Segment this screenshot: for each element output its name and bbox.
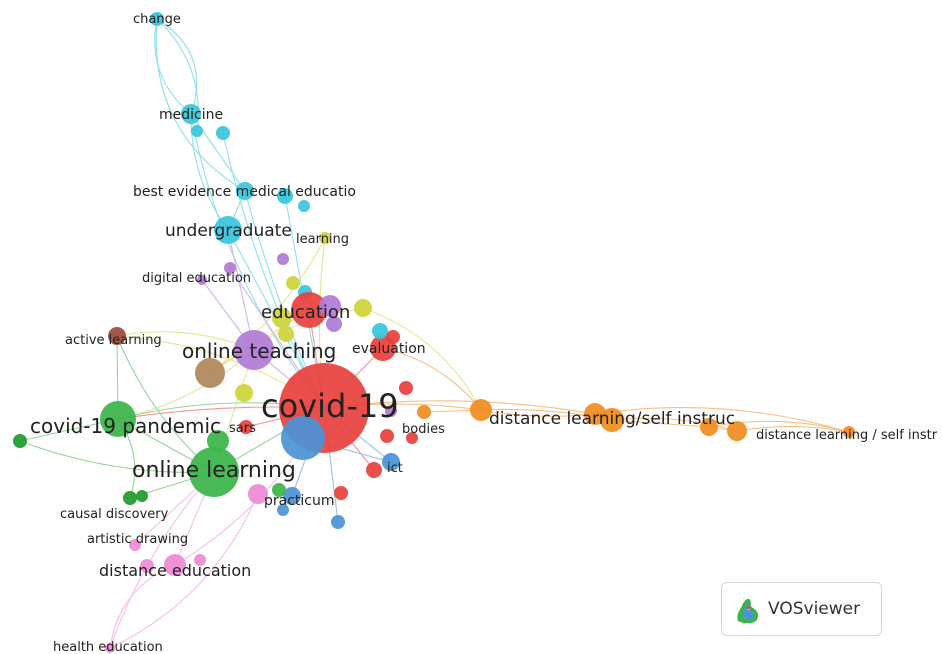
network-node-med-a[interactable] (191, 125, 203, 137)
network-link (736, 425, 850, 433)
network-node-ict[interactable] (382, 453, 400, 471)
network-node-prac-g[interactable] (272, 483, 286, 497)
network-link (109, 493, 259, 649)
label-causal-discovery[interactable]: causal discovery (60, 507, 169, 522)
network-node-cv-r4[interactable] (366, 462, 382, 478)
network-node-health[interactable] (105, 643, 115, 653)
vosviewer-logo-badge: VOSviewer (721, 582, 882, 636)
network-node-cv-r2[interactable] (380, 429, 394, 443)
network-node-edu-y3[interactable] (272, 308, 292, 328)
vosviewer-logo-icon (737, 598, 759, 624)
network-node-learning[interactable] (319, 232, 331, 244)
network-node-olearn[interactable] (189, 447, 239, 497)
network-node-bem-b[interactable] (277, 188, 293, 204)
network-node-prac-r[interactable] (334, 486, 348, 500)
label-best-evidence[interactable]: best evidence medical educatio (133, 184, 356, 200)
network-node-sars-r[interactable] (239, 420, 253, 434)
network-node-dl1[interactable] (470, 399, 492, 421)
network-node-art[interactable] (129, 539, 141, 551)
label-online-teaching[interactable]: online teaching (182, 339, 336, 363)
network-node-blue-2[interactable] (283, 487, 301, 505)
network-node-causal-1[interactable] (123, 491, 137, 505)
network-link (362, 307, 482, 411)
label-medicine[interactable]: medicine (159, 107, 223, 123)
label-distance-education[interactable]: distance education (99, 561, 251, 580)
network-link (190, 113, 229, 231)
network-node-dig-c[interactable] (197, 275, 207, 285)
network-link (109, 471, 215, 649)
network-node-brown[interactable] (195, 358, 225, 388)
label-covid-19-pandemic[interactable]: covid-19 pandemic (30, 414, 221, 438)
network-node-dl3[interactable] (600, 408, 624, 432)
network-node-pink[interactable] (248, 484, 268, 504)
label-bodies[interactable]: bodies (402, 422, 445, 437)
network-node-bem-c[interactable] (298, 200, 310, 212)
label-ict[interactable]: ict (387, 461, 403, 476)
label-evaluation[interactable]: evaluation (352, 341, 426, 357)
label-practicum[interactable]: practicum (264, 493, 335, 509)
network-node-eval-c[interactable] (372, 323, 388, 339)
network-node-ot[interactable] (234, 330, 274, 370)
network-node-pand-dg[interactable] (13, 434, 27, 448)
network-node-cv-o[interactable] (417, 405, 431, 419)
label-education[interactable]: education (261, 302, 350, 323)
label-change[interactable]: change (133, 12, 181, 27)
network-link (155, 18, 246, 192)
network-node-edu-y4[interactable] (278, 326, 294, 342)
network-node-dl4[interactable] (700, 418, 718, 436)
label-sars[interactable]: sars (229, 421, 256, 436)
label-digital-education[interactable]: digital education (142, 271, 251, 286)
network-link (594, 407, 850, 433)
label-active-learning[interactable]: active learning (65, 333, 162, 348)
network-node-cv-p[interactable] (385, 405, 397, 417)
network-node-distedu-3[interactable] (194, 554, 206, 566)
label-distance-learning-self-instruc[interactable]: distance learning/self instruc (489, 409, 735, 429)
network-node-dig-b[interactable] (277, 253, 289, 265)
network-node-eval-r2[interactable] (386, 330, 400, 344)
network-node-prac-b2[interactable] (277, 504, 289, 516)
network-node-dig[interactable] (224, 262, 236, 274)
network-node-undergraduate[interactable] (214, 216, 242, 244)
network-node-edu-y2[interactable] (354, 299, 372, 317)
network-node-distedu-2[interactable] (140, 559, 154, 573)
vosviewer-brand-name: VOSviewer (768, 599, 861, 619)
network-node-cv-r3[interactable] (406, 432, 418, 444)
network-link (708, 420, 850, 433)
network-node-ol-g2[interactable] (207, 430, 229, 452)
network-node-prac-b1[interactable] (331, 515, 345, 529)
network-node-active[interactable] (108, 327, 126, 345)
network-link (611, 417, 738, 432)
label-distance-learning-self-instr[interactable]: distance learning / self instr (756, 428, 938, 443)
network-link (154, 18, 192, 115)
network-node-edu-p1[interactable] (319, 295, 341, 317)
network-node-edu-y1[interactable] (286, 276, 300, 290)
label-online-learning[interactable]: online learning (132, 458, 296, 483)
label-artistic-drawing[interactable]: artistic drawing (87, 532, 188, 547)
network-node-yw[interactable] (235, 384, 253, 402)
network-node-education[interactable] (291, 292, 327, 328)
network-node-cv-r1[interactable] (399, 381, 413, 395)
network-node-pandemic[interactable] (100, 401, 136, 437)
network-node-causal-2[interactable] (136, 490, 148, 502)
network-node-change[interactable] (150, 12, 164, 26)
label-covid-19[interactable]: covid-19 (261, 387, 399, 425)
network-link (156, 18, 198, 115)
network-node-dl5[interactable] (727, 421, 747, 441)
network-node-medicine[interactable] (181, 104, 201, 124)
network-node-med-b[interactable] (216, 126, 230, 140)
label-undergraduate[interactable]: undergraduate (165, 221, 292, 241)
network-node-dl6[interactable] (843, 426, 855, 438)
network-node-bem[interactable] (236, 182, 254, 200)
label-learning[interactable]: learning (296, 232, 349, 247)
network-node-distedu[interactable] (164, 554, 186, 576)
network-labels: change medicine best evidence medical ed… (30, 12, 938, 654)
network-node-blue[interactable] (281, 416, 325, 460)
network-node-edu-p2[interactable] (326, 316, 342, 332)
label-health-education[interactable]: health education (53, 640, 163, 654)
network-nodes (13, 12, 855, 653)
